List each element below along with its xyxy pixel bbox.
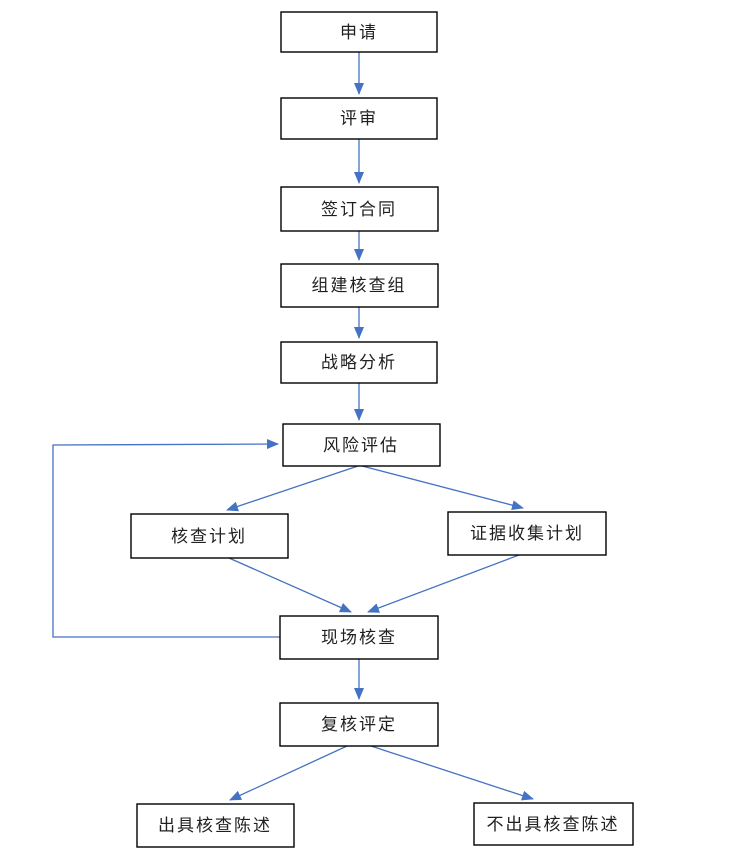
- node-not-issue-verification-statement: 不出具核查陈述: [473, 802, 634, 846]
- node-label: 核查计划: [171, 527, 247, 546]
- node-label: 不出具核查陈述: [487, 815, 620, 834]
- node-box: [282, 423, 441, 467]
- node-issue-verification-statement: 出具核查陈述: [136, 803, 295, 848]
- node-label: 组建核查组: [312, 276, 407, 295]
- node-box: [279, 615, 439, 660]
- node-box: [280, 263, 439, 308]
- node-evidence-collection-plan: 证据收集计划: [447, 511, 607, 556]
- node-sign-contract: 签订合同: [280, 186, 439, 232]
- edge-feedback-onsite-verification-risk-assessment: [52, 439, 280, 638]
- node-label: 现场核查: [321, 628, 397, 647]
- node-review: 评审: [280, 97, 438, 140]
- edge-verification-plan-onsite-verification: [228, 557, 352, 613]
- node-box: [279, 702, 439, 747]
- node-box: [280, 11, 438, 53]
- edge-review-evaluation-issue-statement: [229, 745, 348, 801]
- node-review-evaluation: 复核评定: [279, 702, 439, 747]
- node-label: 申请: [340, 23, 378, 42]
- node-label: 战略分析: [321, 353, 397, 372]
- node-application: 申请: [280, 11, 438, 53]
- node-verification-plan: 核查计划: [130, 513, 289, 559]
- node-label: 出具核查陈述: [158, 816, 272, 835]
- edge-evidence-collection-plan-onsite-verification: [367, 554, 520, 613]
- node-label: 证据收集计划: [470, 524, 584, 543]
- node-box: [280, 97, 438, 140]
- edge-risk-assessment-evidence-collection-plan: [361, 465, 524, 511]
- node-onsite-verification: 现场核查: [279, 615, 439, 660]
- node-risk-assessment: 风险评估: [282, 423, 441, 467]
- flow-nodes: 申请 评审 签订合同 组建核查组 战略分析 风险评估: [130, 11, 634, 848]
- node-label: 评审: [340, 109, 378, 128]
- node-box: [130, 513, 289, 559]
- node-form-verification-team: 组建核查组: [280, 263, 439, 308]
- node-box: [136, 803, 295, 848]
- node-box: [473, 802, 634, 846]
- node-box: [280, 186, 439, 232]
- node-strategic-analysis: 战略分析: [280, 341, 438, 384]
- edge-review-evaluation-not-issue-statement: [370, 745, 534, 801]
- node-box: [280, 341, 438, 384]
- node-box: [447, 511, 607, 556]
- node-label: 签订合同: [321, 200, 397, 219]
- node-label: 风险评估: [323, 436, 399, 455]
- node-label: 复核评定: [321, 715, 397, 734]
- flow-edges: [52, 52, 534, 801]
- edge-risk-assessment-verification-plan: [226, 465, 359, 512]
